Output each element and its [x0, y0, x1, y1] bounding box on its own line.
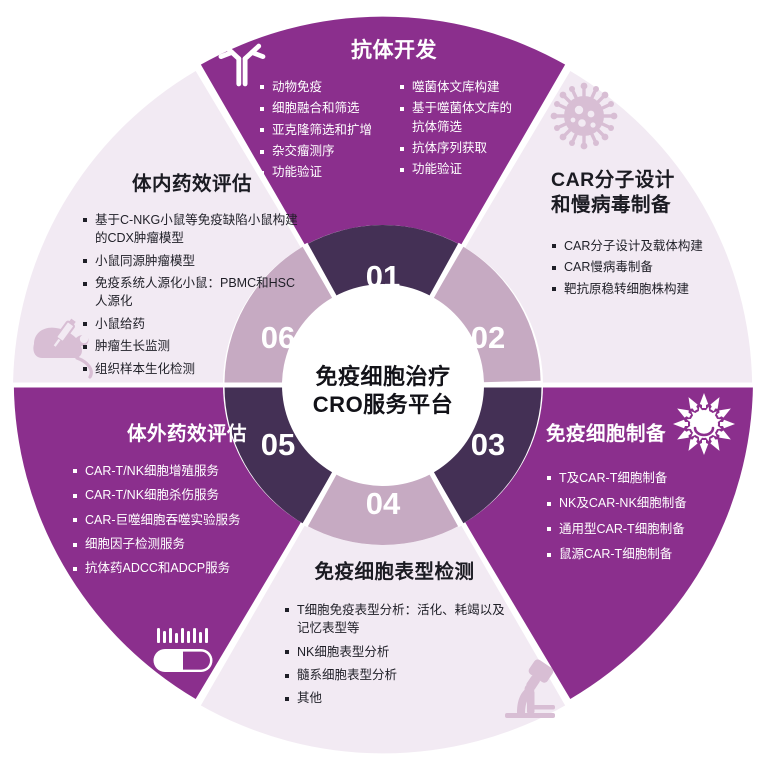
inner-number-ring [224, 225, 542, 545]
capsule-icon [153, 628, 213, 672]
number-label-03: 03 [471, 427, 505, 462]
mouse-syringe-icon [33, 318, 93, 379]
microscope-icon [505, 659, 555, 718]
segment-numbers: 01 02 03 04 05 06 [261, 259, 505, 521]
number-label-04: 04 [366, 486, 401, 521]
antibody-icon [218, 43, 266, 87]
number-label-02: 02 [471, 320, 505, 355]
number-label-01: 01 [366, 259, 400, 294]
virus-icon [550, 82, 618, 150]
number-label-05: 05 [261, 427, 295, 462]
outer-segment-04[interactable] [198, 385, 568, 754]
outer-segment-01[interactable] [198, 16, 568, 385]
center-hub [282, 284, 484, 486]
number-label-06: 06 [261, 320, 295, 355]
immune-cell-icon [673, 393, 735, 455]
